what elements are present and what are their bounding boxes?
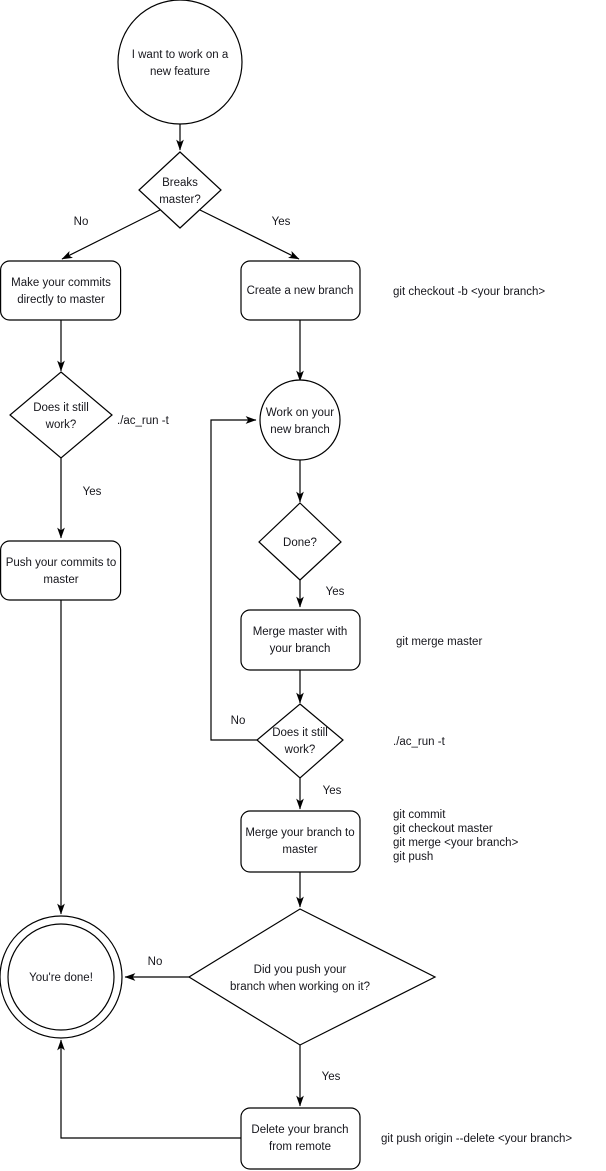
push-commits-label-line-1: Push your commits to (6, 557, 117, 569)
make-commits-rect-shape (0, 260, 122, 321)
breaks-master-diamond-shape (138, 151, 222, 229)
edge-label-push-q-no: No (148, 956, 163, 968)
still-work-mid-diamond-shape (256, 703, 344, 779)
did-you-push-label-line-2: branch when working on it? (230, 981, 370, 993)
node-make-commits[interactable]: Make your commits directly to master (0, 260, 122, 321)
still-work-left-label-line-2: work? (45, 419, 77, 431)
still-work-mid-label-line-2: work? (284, 744, 316, 756)
merge-master-label-line-2: your branch (270, 643, 331, 655)
merge-branch-rect-shape (240, 810, 361, 873)
work-branch-label-line-1: Work on your (266, 407, 334, 419)
edge-label-push-q-yes: Yes (322, 1071, 341, 1083)
still-work-mid-label-line-1: Does it still (272, 727, 328, 739)
annotation-git-checkout: git checkout -b <your branch> (393, 286, 545, 298)
edge-label-left-work-yes: Yes (83, 486, 102, 498)
did-you-push-label-line-1: Did you push your (254, 964, 347, 976)
node-work-branch[interactable]: Work on your new branch (259, 379, 341, 461)
merge-master-label-line-1: Merge master with (253, 626, 348, 638)
merge-branch-label-line-1: Merge your branch to (245, 827, 354, 839)
node-create-branch[interactable]: Create a new branch (240, 260, 361, 321)
edge-breaks-yes-to-create-branch (199, 209, 300, 260)
annotation-git-push: git push (393, 851, 433, 863)
annotation-git-merge-master: git merge master (396, 636, 482, 648)
done-question-diamond-shape (258, 502, 342, 581)
start-label-line-1: I want to work on a (132, 49, 229, 61)
node-still-work-mid[interactable]: Does it still work? (256, 703, 344, 779)
edge-label-breaks-yes: Yes (272, 216, 291, 228)
edge-delete-branch-loop-to-youre-done (57, 1039, 241, 1139)
create-branch-label: Create a new branch (247, 285, 354, 297)
node-youre-done[interactable]: You're done! (0, 915, 123, 1039)
work-branch-circle-shape (259, 379, 341, 461)
node-done-question[interactable]: Done? (258, 502, 342, 581)
edge-label-mid-work-yes: Yes (323, 785, 342, 797)
annotation-git-commit: git commit (393, 809, 446, 821)
node-delete-branch[interactable]: Delete your branch from remote (240, 1107, 361, 1170)
breaks-master-label-line-2: master? (159, 194, 201, 206)
create-branch-rect-shape (240, 260, 361, 321)
delete-branch-label-line-2: from remote (269, 1141, 331, 1153)
youre-done-inner-circle-shape (7, 923, 115, 1031)
edge-still-work-mid-no-loop-to-work-branch (210, 416, 258, 741)
merge-branch-label-line-2: master (282, 844, 317, 856)
node-push-commits[interactable]: Push your commits to master (0, 540, 122, 601)
youre-done-label: You're done! (29, 972, 93, 984)
node-breaks-master[interactable]: Breaks master? (138, 151, 222, 229)
annotation-ac-run-mid: ./ac_run -t (393, 736, 446, 748)
edge-label-done-yes: Yes (326, 586, 345, 598)
breaks-master-label-line-1: Breaks (162, 177, 198, 189)
edge-label-mid-work-no: No (231, 715, 246, 727)
delete-branch-rect-shape (240, 1107, 361, 1170)
edges (57, 124, 304, 1139)
push-commits-rect-shape (0, 540, 122, 601)
make-commits-label-line-2: directly to master (17, 294, 105, 306)
delete-branch-label-line-1: Delete your branch (251, 1124, 348, 1136)
start-label-line-2: new feature (150, 66, 210, 78)
edge-breaks-no-to-make-commits (61, 209, 161, 260)
node-start[interactable]: I want to work on a new feature (117, 0, 243, 125)
edge-label-breaks-no: No (74, 216, 89, 228)
annotation-ac-run-left: ./ac_run -t (117, 415, 170, 427)
work-branch-label-line-2: new branch (270, 424, 329, 436)
edge-labels: No Yes Yes Yes No Yes No Yes (74, 216, 345, 1083)
annotations: git checkout -b <your branch> ./ac_run -… (117, 286, 572, 1145)
node-merge-branch[interactable]: Merge your branch to master (240, 810, 361, 873)
annotation-git-push-origin-delete: git push origin --delete <your branch> (381, 1133, 572, 1145)
annotation-git-merge-branch: git merge <your branch> (393, 837, 519, 849)
make-commits-label-line-1: Make your commits (11, 277, 111, 289)
still-work-left-diamond-shape (9, 371, 113, 459)
node-did-you-push[interactable]: Did you push your branch when working on… (187, 908, 437, 1046)
still-work-left-label-line-1: Does it still (33, 402, 89, 414)
did-you-push-diamond-shape (187, 908, 437, 1046)
start-circle-shape (117, 0, 243, 125)
node-still-work-left[interactable]: Does it still work? (9, 371, 113, 459)
node-merge-master[interactable]: Merge master with your branch (240, 609, 361, 671)
annotation-git-checkout-master: git checkout master (393, 823, 493, 835)
push-commits-label-line-2: master (43, 574, 78, 586)
done-question-label: Done? (283, 537, 317, 549)
merge-master-rect-shape (240, 609, 361, 671)
